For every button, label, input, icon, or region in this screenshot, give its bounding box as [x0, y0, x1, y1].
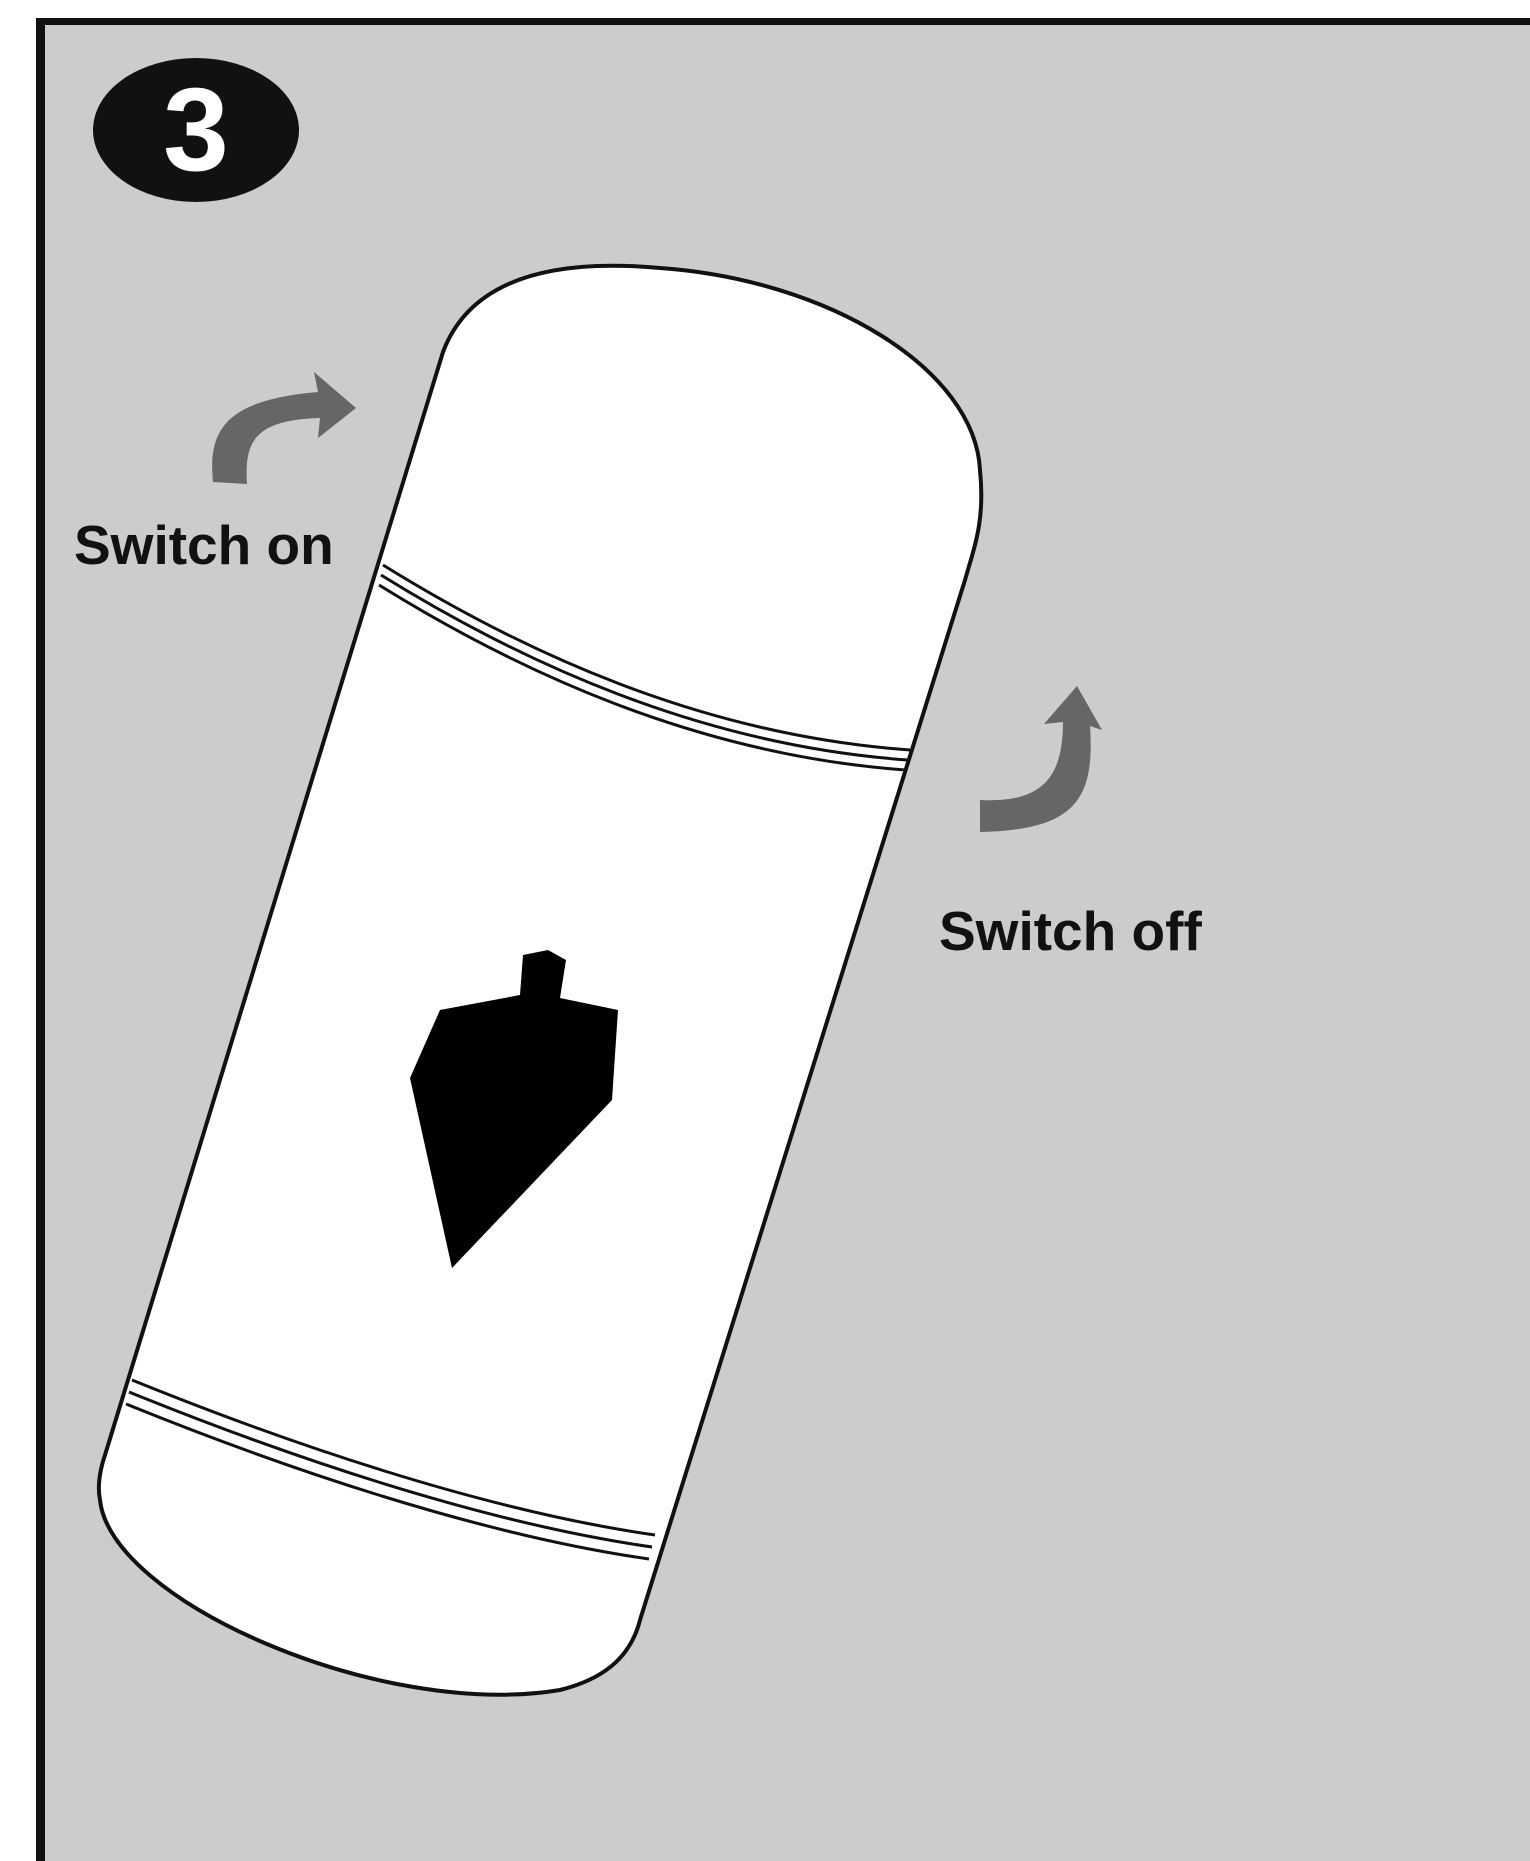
switch-on-label: Switch on [74, 518, 334, 573]
switch-on-arrow-icon [212, 372, 356, 484]
step-number: 3 [163, 71, 229, 189]
step-number-badge: 3 [93, 58, 299, 202]
switch-off-label: Switch off [939, 904, 1202, 959]
switch-off-arrow-icon [980, 686, 1102, 832]
